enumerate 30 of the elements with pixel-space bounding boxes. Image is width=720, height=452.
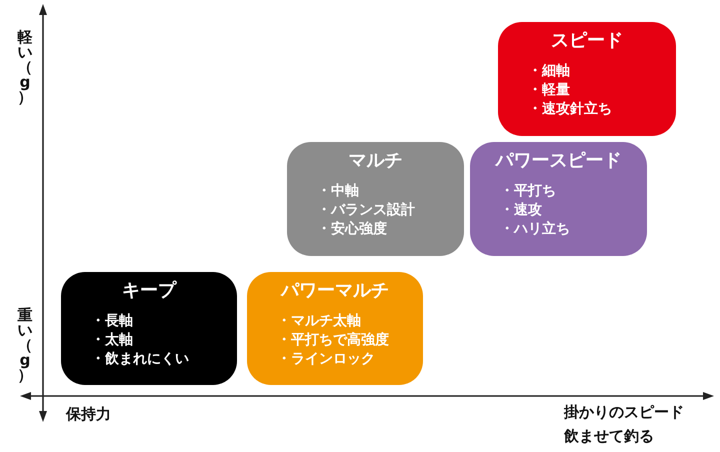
category-box (61, 272, 237, 385)
axis-label: 軽い（g） (17, 30, 33, 105)
list-item: ・ハリ立ち (500, 220, 570, 238)
list-item: ・細軸 (528, 62, 570, 80)
list-item: ・安心強度 (317, 220, 387, 238)
category-box (470, 142, 647, 256)
box-title: マルチ (348, 150, 402, 172)
axis-label: 重い（g） (17, 308, 33, 383)
axis-label: 掛かりのスピード (564, 403, 684, 421)
box-title: パワーマルチ (281, 280, 389, 302)
list-item: ・バランス設計 (317, 201, 415, 219)
list-item: ・太軸 (91, 331, 133, 349)
axis-label: 保持力 (66, 405, 111, 423)
list-item: ・平打ち (500, 182, 556, 200)
list-item: ・中軸 (317, 182, 359, 200)
box-title: スピード (551, 30, 623, 52)
box-title: キープ (122, 280, 176, 302)
list-item: ・軽量 (528, 81, 570, 99)
box-title: パワースピード (496, 150, 622, 172)
list-item: ・ラインロック (277, 350, 375, 368)
list-item: ・速攻針立ち (528, 100, 612, 118)
list-item: ・マルチ太軸 (277, 312, 361, 330)
list-item: ・平打ちで高強度 (277, 331, 389, 349)
axis-label: 飲ませて釣る (564, 427, 654, 445)
category-box (247, 272, 423, 385)
list-item: ・飲まれにくい (91, 350, 189, 368)
list-item: ・速攻 (500, 201, 542, 219)
category-box (287, 142, 464, 256)
category-box (498, 22, 676, 136)
list-item: ・長軸 (91, 312, 133, 330)
